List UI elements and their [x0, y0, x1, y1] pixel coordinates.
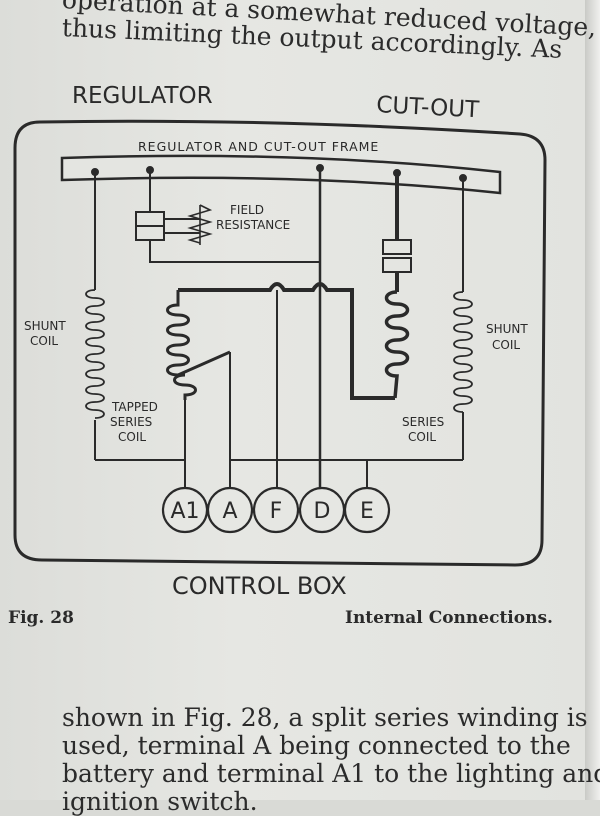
frame-label: REGULATOR AND CUT-OUT FRAME	[138, 139, 379, 154]
terminal-label: D	[314, 499, 331, 524]
figure-title: Internal Connections.	[345, 608, 553, 628]
body-text-line: used, terminal A being connected to the	[62, 731, 571, 760]
figure-number: Fig. 28	[8, 608, 74, 628]
body-text-line: ignition switch.	[62, 787, 258, 816]
coil-windings	[85, 289, 473, 419]
body-text-line: shown in Fig. 28, a split series winding…	[62, 703, 588, 732]
regulator-cutout-frame	[60, 154, 502, 195]
tapped-series-coil-label: COIL	[118, 430, 146, 444]
terminal-label: A	[222, 499, 237, 524]
field-resistance-label: FIELD	[230, 203, 264, 217]
control-box-outline	[13, 119, 547, 567]
series-coil-label: COIL	[408, 430, 436, 444]
field-resistance-label: RESISTANCE	[216, 218, 290, 232]
tapped-series-coil-label: TAPPED	[111, 400, 158, 414]
terminal-f	[252, 486, 300, 534]
shunt-coil-label: COIL	[492, 338, 520, 352]
shunt-coil-label: COIL	[30, 334, 58, 348]
shunt-coil-label: SHUNT	[24, 319, 66, 333]
shunt-coil-left	[85, 289, 105, 419]
shunt-coil-label: SHUNT	[486, 322, 528, 336]
series-coil-label: SERIES	[402, 415, 444, 429]
terminal-label: A1	[170, 499, 199, 524]
tapped-series-coil	[166, 290, 231, 400]
page-edge	[585, 0, 600, 800]
cutout-heading: CUT-OUT	[376, 92, 481, 123]
terminal-label: E	[360, 499, 374, 524]
tapped-series-coil-label: SERIES	[110, 415, 152, 429]
control-box-label: CONTROL BOX	[172, 572, 347, 600]
terminal-label: F	[270, 499, 283, 524]
terminal-a	[206, 486, 254, 534]
series-coil	[384, 290, 410, 399]
shunt-coil-right	[453, 291, 473, 413]
terminal-e	[343, 486, 391, 534]
regulator-heading: REGULATOR	[72, 83, 213, 109]
body-text-line: battery and terminal A1 to the lighting …	[62, 759, 600, 788]
